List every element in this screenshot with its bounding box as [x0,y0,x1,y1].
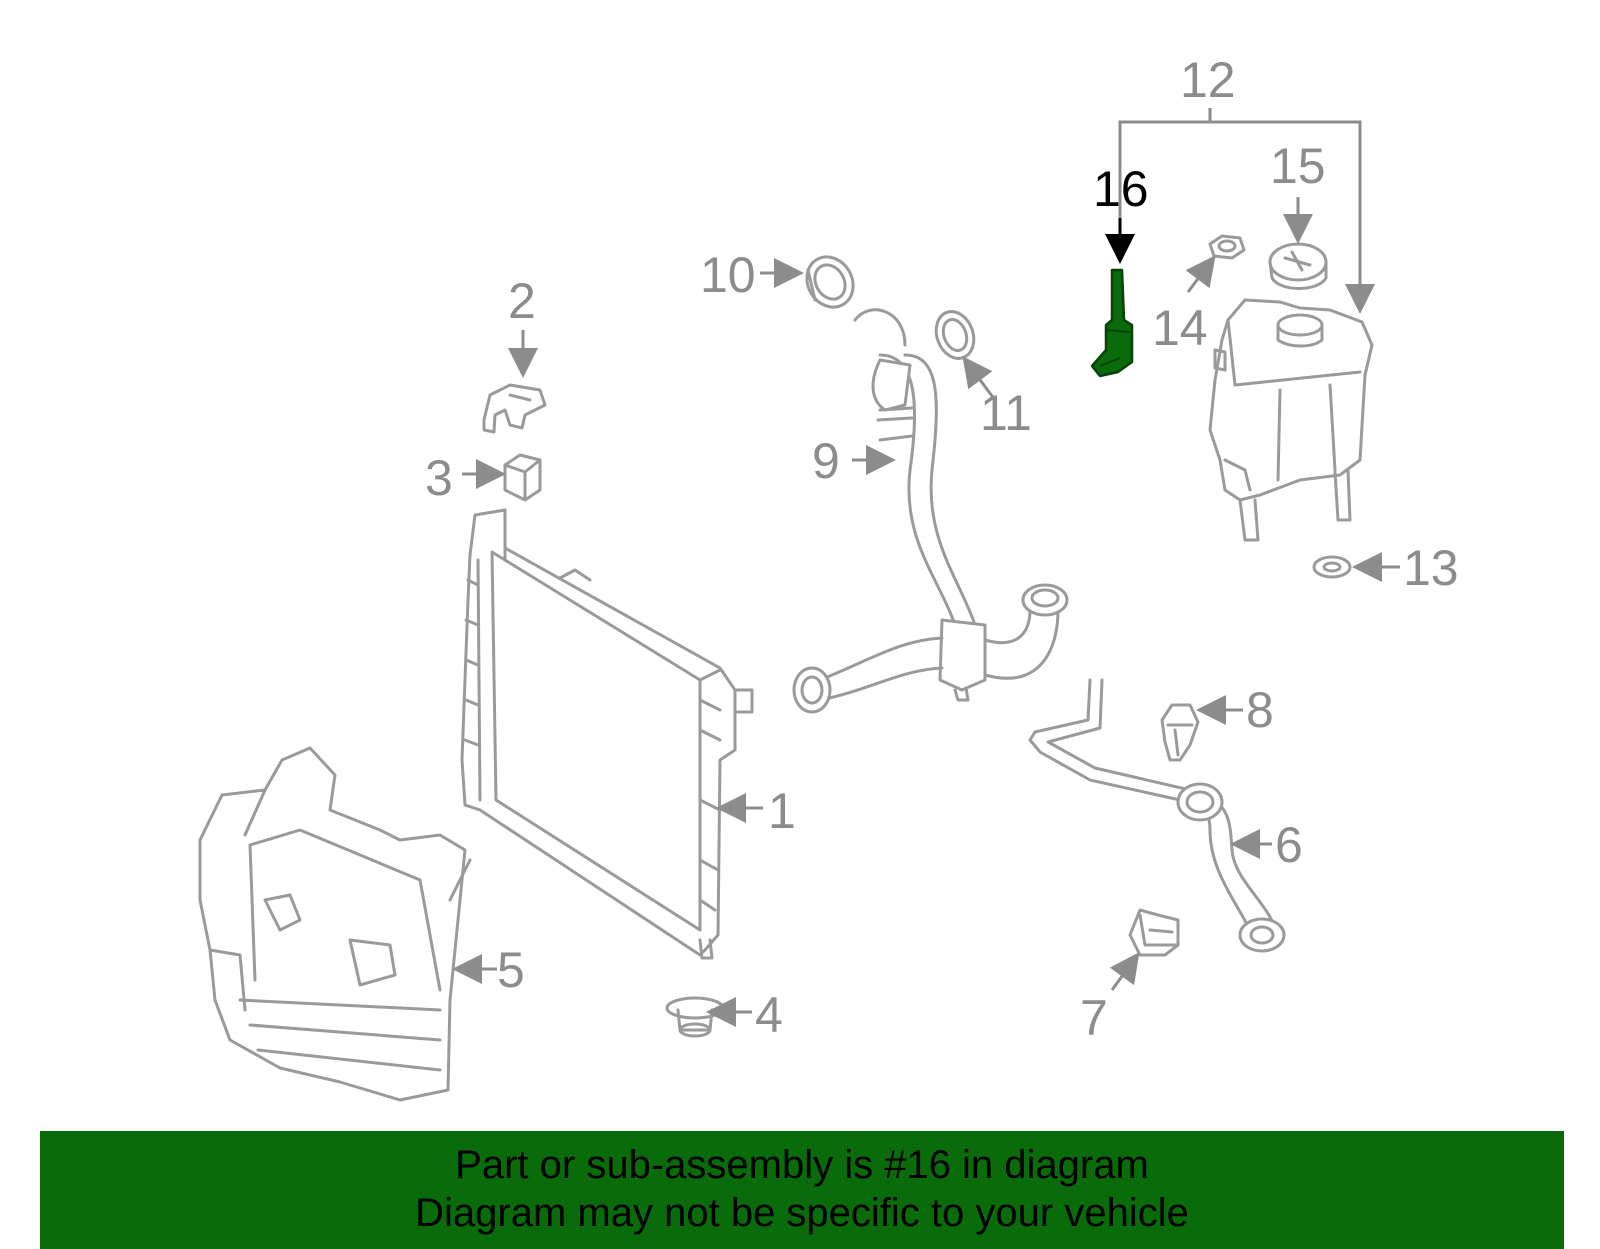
banner-line-2: Diagram may not be specific to your vehi… [415,1191,1189,1235]
part-12-expansion-tank [1208,298,1374,542]
callout-16[interactable]: 16 [1093,161,1149,217]
callout-10[interactable]: 10 [700,247,756,303]
part-4-grommet [665,996,725,1038]
callout-1[interactable]: 1 [768,783,796,839]
callout-14[interactable]: 14 [1152,300,1208,356]
part-14-nut [1208,234,1246,260]
part-2-bracket [482,383,547,434]
part-7-clip [1128,908,1180,957]
callout-12[interactable]: 12 [1180,52,1236,108]
callout-4[interactable]: 4 [755,987,783,1043]
callout-9[interactable]: 9 [812,433,840,489]
callout-11[interactable]: 11 [980,385,1032,441]
leader-14 [1185,255,1216,293]
callout-5[interactable]: 5 [497,942,525,998]
part-10-clamp [805,255,855,309]
callout-13[interactable]: 13 [1403,540,1459,596]
part-13-washer [1312,555,1352,579]
part-11-clamp [934,310,976,360]
part-15-cap [1268,242,1328,290]
callout-7[interactable]: 7 [1080,990,1108,1046]
callout-8[interactable]: 8 [1246,682,1274,738]
banner-line-1: Part or sub-assembly is #16 in diagram [455,1143,1149,1187]
callout-6[interactable]: 6 [1275,817,1303,873]
part-3-mount [503,453,542,502]
part-8-clip [1160,703,1200,762]
parts-diagram: 1 2 3 4 5 6 7 8 9 10 11 12 13 14 15 16 [198,52,1459,1102]
part-9-upper-hose [792,308,1069,714]
part-5-air-duct [198,746,472,1102]
leader-11 [962,356,997,401]
leader-7 [1109,952,1140,991]
callout-12-bracket [1118,120,1375,314]
info-banner: Part or sub-assembly is #16 in diagram D… [40,1131,1564,1249]
part-1-radiator [460,508,754,960]
part-16-level-sensor [1090,268,1134,378]
callout-3[interactable]: 3 [425,450,453,506]
callout-2[interactable]: 2 [508,273,536,329]
callout-15[interactable]: 15 [1270,138,1326,194]
